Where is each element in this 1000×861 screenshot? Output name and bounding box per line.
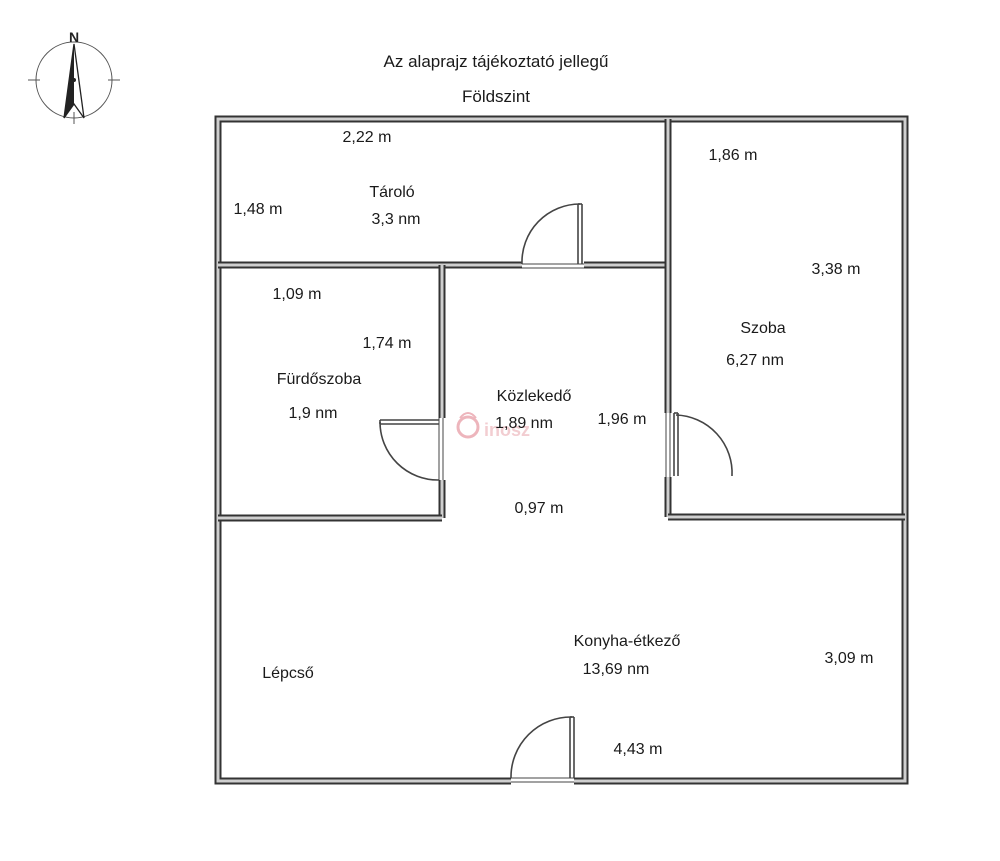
door-tarolo-icon bbox=[521, 203, 584, 269]
plan-disclaimer-title: Az alaprajz tájékoztató jellegű bbox=[384, 52, 609, 71]
furdoszoba-name: Fürdőszoba bbox=[277, 371, 362, 388]
watermark-text: inosz bbox=[484, 420, 530, 440]
watermark-logo-icon: inosz bbox=[456, 412, 530, 440]
konyha-name: Konyha-étkező bbox=[574, 633, 681, 650]
door-szoba-icon bbox=[665, 412, 733, 477]
door-furdoszoba-icon bbox=[379, 418, 444, 481]
konyha-height-dim: 3,09 m bbox=[825, 650, 874, 667]
plan-level-label: Földszint bbox=[462, 87, 530, 106]
door-entrance-icon bbox=[510, 716, 575, 783]
walls bbox=[214, 115, 909, 785]
furdoszoba-area: 1,9 nm bbox=[289, 405, 338, 422]
szoba-area: 6,27 nm bbox=[726, 352, 784, 369]
north-arrow-icon: N bbox=[28, 29, 120, 124]
lepcso-name: Lépcső bbox=[262, 665, 314, 682]
door-openings bbox=[437, 260, 673, 786]
szoba-width-dim: 1,86 m bbox=[709, 147, 758, 164]
szoba-height-dim: 3,38 m bbox=[812, 261, 861, 278]
tarolo-width-dim: 2,22 m bbox=[343, 129, 392, 146]
north-label: N bbox=[69, 29, 79, 45]
furdoszoba-width-dim: 1,09 m bbox=[273, 286, 322, 303]
konyha-area: 13,69 nm bbox=[583, 661, 650, 678]
konyha-width-dim: 4,43 m bbox=[614, 741, 663, 758]
szoba-name: Szoba bbox=[740, 320, 785, 337]
tarolo-name: Tároló bbox=[369, 184, 414, 201]
kozlekedo-width-dim: 0,97 m bbox=[515, 500, 564, 517]
kozlekedo-name: Közlekedő bbox=[497, 388, 572, 405]
tarolo-area: 3,3 nm bbox=[372, 211, 421, 228]
kozlekedo-area: 1,89 nm bbox=[495, 415, 553, 432]
tarolo-height-dim: 1,48 m bbox=[234, 201, 283, 218]
kozlekedo-height-dim: 1,96 m bbox=[598, 411, 647, 428]
furdoszoba-height-dim: 1,74 m bbox=[363, 335, 412, 352]
